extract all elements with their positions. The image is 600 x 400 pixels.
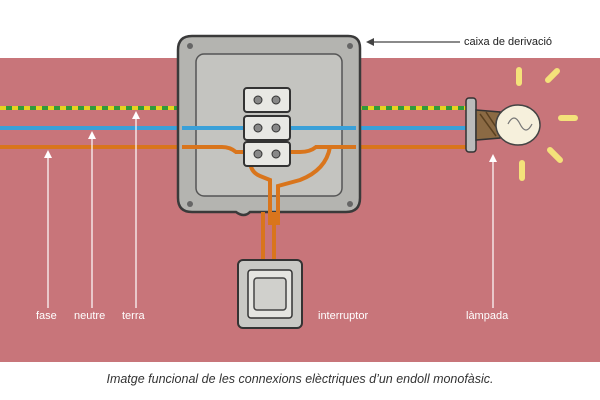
lamp-bulb	[465, 97, 541, 153]
terminal-block	[243, 87, 291, 167]
wire-switch-pair	[261, 212, 276, 262]
switch-plate	[237, 259, 303, 329]
label-switch: interruptor	[318, 310, 369, 322]
label-lamp: làmpada	[466, 310, 509, 322]
label-junction-box: caixa de derivació	[464, 36, 553, 48]
label-neutral: neutre	[74, 310, 106, 322]
label-phase: fase	[36, 310, 57, 322]
figure-caption: Imatge funcional de les connexions elèct…	[106, 372, 494, 386]
label-pointers	[44, 111, 497, 308]
label-earth: terra	[122, 310, 145, 322]
junction-box-pointer	[366, 38, 460, 46]
lamp-glow-rays	[516, 67, 578, 181]
